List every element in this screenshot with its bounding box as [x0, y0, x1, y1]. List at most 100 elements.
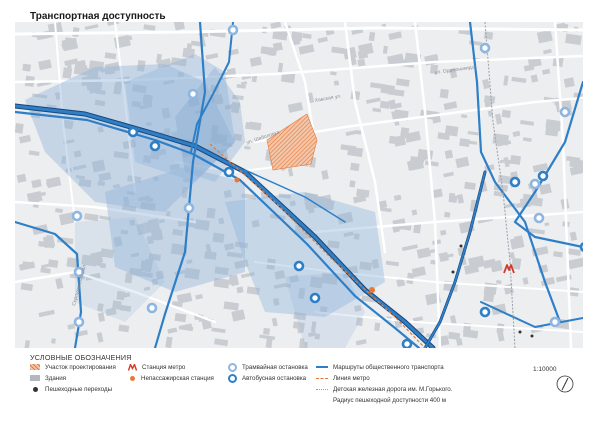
- building: [483, 282, 498, 295]
- building: [484, 100, 493, 108]
- freight-station[interactable]: [234, 177, 240, 183]
- bus-stop[interactable]: [223, 166, 235, 178]
- building: [38, 59, 52, 71]
- bus-stop[interactable]: [401, 338, 413, 348]
- bus-stop[interactable]: [509, 176, 521, 188]
- building: [113, 236, 123, 247]
- building: [94, 99, 106, 107]
- metro-line: [209, 143, 426, 348]
- tram-stop[interactable]: [183, 202, 195, 214]
- building: [32, 93, 48, 99]
- building: [520, 119, 535, 126]
- building: [536, 29, 553, 44]
- building: [84, 213, 99, 222]
- building: [321, 272, 339, 285]
- project-site[interactable]: [266, 113, 318, 171]
- tram-stop[interactable]: [146, 302, 158, 314]
- building: [206, 207, 216, 219]
- metro-line-swatch: [316, 377, 328, 379]
- tram-stop[interactable]: [559, 106, 571, 118]
- building: [210, 133, 228, 145]
- legend-item-project-site: Участок проектирования: [30, 362, 116, 372]
- building: [248, 121, 262, 131]
- building: [96, 332, 104, 343]
- building: [214, 266, 229, 276]
- bus-stop[interactable]: [579, 242, 583, 252]
- tram-stop[interactable]: [529, 178, 541, 190]
- tram-stop[interactable]: [227, 24, 239, 36]
- building: [371, 258, 380, 269]
- building: [55, 208, 63, 214]
- building: [251, 74, 258, 83]
- building: [530, 74, 539, 83]
- building: [251, 219, 260, 228]
- bus-stop[interactable]: [127, 126, 139, 138]
- metro-m-icon: [503, 264, 515, 274]
- building: [176, 292, 193, 304]
- building: [123, 196, 130, 206]
- building: [38, 309, 55, 318]
- building: [222, 142, 233, 148]
- building: [16, 173, 27, 183]
- building: [395, 78, 410, 87]
- building: [487, 110, 493, 117]
- building: [444, 211, 451, 218]
- building: [236, 83, 247, 89]
- bus-stop[interactable]: [479, 306, 491, 318]
- street-label: Хавская ул.: [314, 93, 342, 104]
- building: [522, 277, 529, 285]
- building: [307, 331, 317, 338]
- tram-stop[interactable]: [187, 88, 199, 100]
- tram-stop[interactable]: [73, 316, 85, 328]
- building: [468, 255, 485, 270]
- building: [350, 162, 360, 172]
- building: [278, 193, 291, 199]
- bus-stop[interactable]: [149, 140, 161, 152]
- crossings-layer: [451, 244, 534, 338]
- legend-item-tram: Трамвайная остановка: [228, 362, 308, 372]
- building: [327, 240, 340, 249]
- building: [170, 57, 187, 67]
- tram-stop[interactable]: [549, 316, 561, 328]
- bus-stop[interactable]: [309, 292, 321, 304]
- building: [249, 56, 263, 67]
- building: [565, 33, 582, 46]
- building: [444, 125, 459, 137]
- building: [98, 172, 112, 182]
- tram-stop[interactable]: [533, 212, 545, 224]
- building: [568, 257, 583, 270]
- building: [511, 76, 527, 83]
- building: [142, 155, 152, 164]
- building: [337, 211, 354, 225]
- building: [482, 78, 490, 90]
- bus-stop[interactable]: [537, 170, 549, 182]
- building: [67, 323, 76, 330]
- railway-swatch: [316, 388, 328, 390]
- tram-stop[interactable]: [73, 266, 85, 278]
- building: [124, 272, 133, 284]
- building: [262, 327, 271, 336]
- building: [214, 338, 229, 347]
- metro-station[interactable]: [503, 264, 515, 274]
- bus-stop[interactable]: [293, 260, 305, 272]
- map-canvas[interactable]: ул. Шаболовка Хавская ул. ул. Орджоникид…: [15, 22, 583, 348]
- tram-stop[interactable]: [479, 42, 491, 54]
- building: [274, 270, 286, 280]
- building: [118, 324, 130, 333]
- building: [509, 236, 525, 250]
- building: [167, 327, 178, 334]
- freight-station[interactable]: [369, 287, 375, 293]
- building: [410, 156, 425, 164]
- legend-item-buildings: Здания: [30, 373, 66, 383]
- building: [272, 297, 280, 306]
- building: [429, 64, 439, 75]
- building: [393, 194, 402, 201]
- building: [18, 134, 32, 144]
- building: [97, 126, 104, 133]
- streets-layer: [15, 22, 583, 348]
- tram-stop[interactable]: [71, 210, 83, 222]
- building: [186, 259, 193, 265]
- building: [378, 200, 388, 209]
- building: [194, 219, 210, 231]
- building: [563, 77, 575, 88]
